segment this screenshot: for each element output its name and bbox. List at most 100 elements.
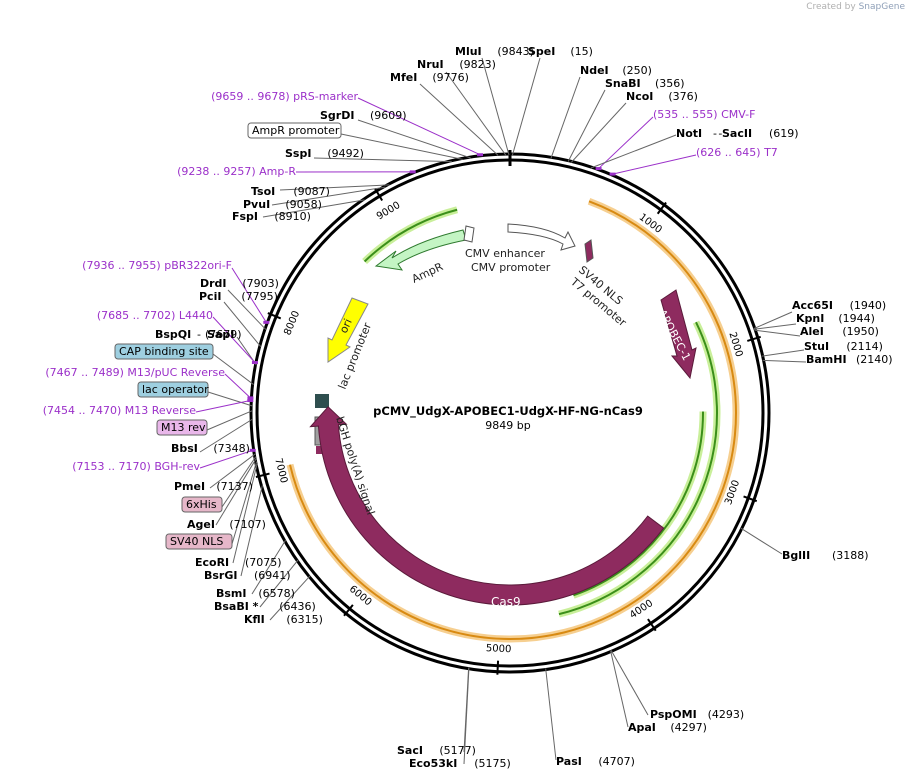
site-pvui[interactable]: PvuI xyxy=(243,198,270,211)
site-mlui[interactable]: MluI xyxy=(455,45,482,58)
primer-m13pucreverse[interactable]: (7467 .. 7489) M13/pUC Reverse xyxy=(45,366,225,379)
site-pos-30: (2140) xyxy=(856,353,893,366)
site-fspi[interactable]: FspI xyxy=(232,210,258,223)
site-bsabi[interactable]: BsaBI * xyxy=(214,600,259,613)
plasmid-name: pCMV_UdgX-APOBEC1-UdgX-HF-NG-nCas9 xyxy=(373,404,643,419)
site-alei[interactable]: AleI xyxy=(800,325,824,338)
site-bsmi[interactable]: BsmI xyxy=(216,587,247,600)
ampr-label: AmpR xyxy=(410,260,446,286)
site-pos-7: (8910) xyxy=(274,210,311,223)
ori-arrow[interactable] xyxy=(327,297,369,363)
site-pos-18: (6436) xyxy=(279,600,316,613)
primer-l4440[interactable]: (7685 .. 7702) L4440 xyxy=(97,309,213,322)
orf-arc-1[interactable] xyxy=(558,321,718,616)
site-pos-33: (356) xyxy=(655,77,685,90)
ampr-orf[interactable] xyxy=(363,208,458,263)
site-spei[interactable]: SpeI xyxy=(528,45,555,58)
site-pos-3: (9609) xyxy=(370,109,407,122)
orf-arc-2[interactable] xyxy=(573,411,704,597)
box-label-4: 6xHis xyxy=(186,498,217,511)
site-sapi[interactable]: SapI xyxy=(207,328,234,341)
site-mfei[interactable]: MfeI xyxy=(390,71,417,84)
primer-ampr[interactable]: (9238 .. 9257) Amp-R xyxy=(177,165,296,178)
leader-site-9 xyxy=(223,301,262,347)
site-notI-dash: - xyxy=(713,127,717,140)
site-pos-35: - xyxy=(718,127,722,140)
site-ncoi[interactable]: NcoI xyxy=(626,90,653,103)
leader-primer-0 xyxy=(357,97,481,156)
leader-site-14 xyxy=(215,458,257,526)
leader-site-3 xyxy=(357,119,471,159)
site-ecori[interactable]: EcoRI xyxy=(195,556,229,569)
site-snabi[interactable]: SnaBI xyxy=(605,77,641,90)
primer-prsmarker[interactable]: (9659 .. 9678) pRS-marker xyxy=(211,90,358,103)
leader-box-1 xyxy=(212,353,254,385)
ampr-arrow[interactable] xyxy=(374,229,467,271)
site-kfli[interactable]: KflI xyxy=(244,613,265,626)
site-pos-6: (9058) xyxy=(285,198,322,211)
leader-site-30 xyxy=(762,359,807,363)
site-ndei[interactable]: NdeI xyxy=(580,64,609,77)
site-kpni[interactable]: KpnI xyxy=(796,312,824,325)
site-pos-13: (7137) xyxy=(216,480,253,493)
site-pos-4: (9492) xyxy=(327,147,364,160)
site-labels: MluI(9843)NruI(9823)MfeI(9776)SgrDI(9609… xyxy=(43,45,893,770)
site-sspi[interactable]: SspI xyxy=(285,147,311,160)
site-pos-1: (9823) xyxy=(459,58,496,71)
site-agei[interactable]: AgeI xyxy=(187,518,215,531)
site-pos-8: (7903) xyxy=(242,277,279,290)
leader-site-4 xyxy=(313,157,452,163)
leader-site-18 xyxy=(259,559,299,608)
leader-site-29 xyxy=(761,349,805,357)
box-m13rev[interactable] xyxy=(156,419,208,436)
site-sacii[interactable]: SacII xyxy=(722,127,752,140)
cas9-arrow[interactable] xyxy=(309,406,665,606)
primer-pbr322orif[interactable]: (7936 .. 7955) pBR322ori-F xyxy=(82,259,232,272)
site-pos-28: (1950) xyxy=(842,325,879,338)
box-sv40nls[interactable] xyxy=(165,533,233,550)
site-apai[interactable]: ApaI xyxy=(628,721,656,734)
ori-label: ori xyxy=(337,317,355,335)
box-amprpromoter[interactable] xyxy=(247,122,342,139)
primer-t7[interactable]: (626 .. 645) T7 xyxy=(696,146,778,159)
site-bamhi[interactable]: BamHI xyxy=(806,353,847,366)
apobec1-arrow[interactable] xyxy=(660,289,697,380)
box-capbindingsite[interactable] xyxy=(114,343,214,360)
snapgene-credit: Created by SnapGene xyxy=(806,2,905,12)
box-6xhis[interactable] xyxy=(181,496,223,513)
box-lacoperator[interactable] xyxy=(137,381,209,398)
primer-cmvf[interactable]: (535 .. 555) CMV-F xyxy=(653,108,755,121)
site-bspqi[interactable]: BspQI xyxy=(155,328,191,341)
site-nrui[interactable]: NruI xyxy=(417,58,444,71)
leader-primer-4 xyxy=(224,373,251,399)
lac-operator-glyph xyxy=(315,394,329,408)
site-sgrdi[interactable]: SgrDI xyxy=(320,109,354,122)
site-acc65i[interactable]: Acc65I xyxy=(792,299,833,312)
site-bglii[interactable]: BglII xyxy=(782,549,810,562)
orf-arc-0[interactable] xyxy=(289,200,737,640)
site-saci[interactable]: SacI xyxy=(397,744,423,757)
site-stui[interactable]: StuI xyxy=(804,340,829,353)
cmv-promoter-arrow[interactable] xyxy=(507,223,576,251)
site-noti[interactable]: NotI xyxy=(676,127,702,140)
site-tsoi[interactable]: TsoI xyxy=(251,185,275,198)
leader-site-15 xyxy=(232,463,258,564)
site-pos-12: (7348) xyxy=(213,442,250,455)
site-bbsi[interactable]: BbsI xyxy=(171,442,198,455)
primer-m13reverse[interactable]: (7454 .. 7470) M13 Reverse xyxy=(43,404,196,417)
leader-site-23 xyxy=(610,650,649,716)
site-eco53ki[interactable]: Eco53kI xyxy=(409,757,457,770)
site-bsrgi[interactable]: BsrGI xyxy=(204,569,237,582)
site-pmei[interactable]: PmeI xyxy=(174,480,205,493)
site-pos-32: (250) xyxy=(622,64,652,77)
leader-site-21 xyxy=(463,667,470,765)
site-pos-16: (6941) xyxy=(254,569,291,582)
site-pos-23: (4293) xyxy=(708,708,745,721)
site-pos-17: (6578) xyxy=(258,587,295,600)
site-drdi[interactable]: DrdI xyxy=(200,277,227,290)
site-pasi[interactable]: PasI xyxy=(556,755,582,768)
primer-bghrev[interactable]: (7153 .. 7170) BGH-rev xyxy=(72,460,200,473)
site-pcii[interactable]: PciI xyxy=(199,290,221,303)
site-pspomi[interactable]: PspOMI xyxy=(650,708,697,721)
